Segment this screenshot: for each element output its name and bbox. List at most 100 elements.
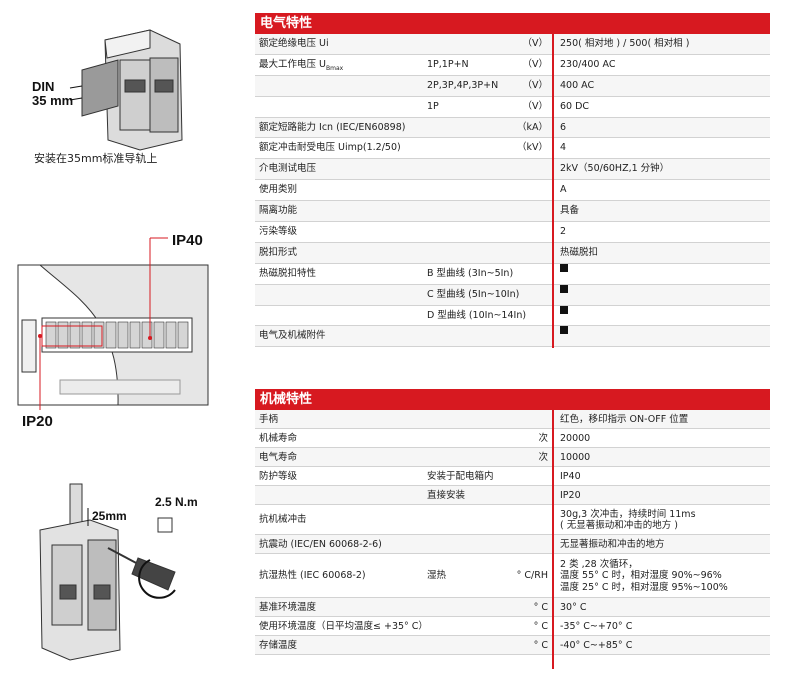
row-unit: ° C/RH (516, 570, 548, 581)
row-unit: （kA） (516, 121, 548, 133)
row-value (560, 263, 568, 272)
row-name-text: 电气寿命 (259, 452, 298, 463)
filled-square-icon (560, 284, 568, 293)
row-value: 60 DC (560, 100, 590, 112)
electrical-section-title: 电气特性 (255, 13, 770, 34)
row-value-line: 30° C (560, 601, 587, 613)
row-name: 电气及机械附件 (259, 326, 326, 347)
row-unit: （kV） (516, 142, 548, 154)
row-name-text: 基准环境温度 (259, 602, 317, 613)
row-subcategory: 1P (427, 100, 439, 112)
row-name: 抗震动 (IEC/EN 60068-2-6) (259, 535, 382, 554)
din-rail-label: DIN 35 mm (32, 80, 73, 108)
row-unit: 次 (538, 433, 548, 444)
table-row: 2P,3P,4P,3P+N （V） 400 AC (255, 75, 770, 97)
enclosure-drawing (17, 237, 209, 410)
row-subcategory: 1P,1P+N (427, 58, 469, 70)
din-label-line1: DIN (32, 79, 55, 94)
row-value: -40° C~+85° C (560, 640, 632, 652)
row-name: 热磁脱扣特性 (259, 264, 316, 285)
row-value: 400 AC (560, 79, 595, 91)
row-name-text: 使用类别 (259, 184, 298, 196)
row-value: 230/400 AC (560, 58, 616, 70)
row-value-line: IP20 (560, 489, 581, 501)
row-value: 热磁脱扣 (560, 246, 599, 258)
row-name-text: 污染等级 (259, 226, 298, 238)
row-name: 污染等级 (259, 222, 297, 243)
row-name: 抗机械冲击 (259, 505, 307, 535)
row-name-text: 抗机械冲击 (259, 514, 307, 525)
row-name: 最大工作电压 UBmax (259, 55, 343, 80)
row-name: 介电测试电压 (259, 159, 316, 180)
row-value: 250( 相对地 ) / 500( 相对相 ) (560, 38, 690, 49)
row-value: 红色，移印指示 ON-OFF 位置 (560, 414, 688, 426)
filled-square-icon (560, 263, 568, 272)
row-value: IP40 (560, 471, 581, 483)
row-name-subscript: Bmax (325, 64, 344, 72)
row-subcategory: 湿热 (427, 570, 447, 581)
table-row: 1P（V）60 DC (255, 97, 770, 118)
breaker-illustrations (17, 29, 209, 661)
screwdriver-breaker-drawing (39, 483, 176, 661)
row-name-text: 额定冲击耐受电压 Uimp(1.2/50) (259, 142, 401, 154)
dimension-label: 25mm (92, 509, 127, 523)
row-unit: ° C (533, 602, 548, 613)
row-value: 2kV（50/60HZ,1 分钟） (560, 163, 670, 175)
table-row: 抗机械冲击 30g,3 次冲击，持续时间 11ms( 无显著振动和冲击的地方 ) (255, 505, 770, 535)
table-row: 隔离功能具备 (255, 201, 770, 223)
row-unit: 次 (538, 452, 548, 463)
row-value-line: 红色，移印指示 ON-OFF 位置 (560, 413, 689, 425)
row-subcategory: 2P,3P,4P,3P+N (427, 79, 499, 91)
row-name-text: 最大工作电压 U (259, 58, 326, 70)
row-value: 30° C (560, 602, 587, 614)
row-unit: ° C (533, 640, 548, 651)
table-row: 最大工作电压 UBmax 1P,1P+N （V） 230/400 AC (255, 55, 770, 76)
row-name: 隔离功能 (259, 201, 297, 222)
row-value: 10000 (560, 452, 590, 464)
row-name-text: 防护等级 (259, 471, 298, 482)
row-value (560, 326, 568, 335)
table-row: 抗震动 (IEC/EN 60068-2-6) 无显著振动和冲击的地方 (255, 535, 770, 554)
table-row: 介电测试电压 2kV（50/60HZ,1 分钟） (255, 159, 770, 181)
row-value (560, 284, 568, 293)
table-row: D 型曲线 (10In~14In) (255, 305, 770, 327)
row-unit: （V） (522, 58, 549, 70)
row-value: 2 类 ,28 次循环，温度 55° C 时，相对湿度 90%~96%温度 25… (560, 559, 728, 594)
row-name: 额定冲击耐受电压 Uimp(1.2/50) (259, 138, 401, 159)
row-value-line: -40° C~+85° C (560, 639, 633, 651)
table-row: 电气寿命 次 10000 (255, 448, 770, 467)
row-name-text: 存储温度 (259, 640, 298, 651)
table-row: C 型曲线 (5In~10In) (255, 284, 770, 306)
mechanical-section-title: 机械特性 (255, 389, 770, 410)
row-name: 使用类别 (259, 180, 297, 201)
row-name: 存储温度 (259, 636, 297, 655)
row-value-line: -35° C~+70° C (560, 620, 633, 632)
table-row: 额定短路能力 Icn (IEC/EN60898) （kA） 6 (255, 117, 770, 139)
din-label-line2: 35 mm (32, 93, 74, 108)
electrical-characteristics-table: 电气特性 额定绝缘电压 Ui （V） 250( 相对地 ) / 500( 相对相 )… (255, 13, 770, 348)
row-name-text: 机械寿命 (259, 433, 298, 444)
table-row: 使用环境温度（日平均温度≤ +35° C）° C-35° C~+70° C (255, 617, 770, 636)
table-row: 基准环境温度 ° C 30° C (255, 598, 770, 617)
row-name: 额定绝缘电压 Ui (259, 34, 329, 55)
row-name-text: 电气及机械附件 (259, 330, 326, 342)
row-name-text: 额定短路能力 Icn (IEC/EN60898) (259, 121, 406, 133)
row-value (560, 305, 568, 314)
row-unit: （V） (522, 79, 549, 91)
row-value: 30g,3 次冲击，持续时间 11ms( 无显著振动和冲击的地方 ) (560, 509, 696, 532)
table-row: 额定冲击耐受电压 Uimp(1.2/50)（kV）4 (255, 138, 770, 160)
row-name: 使用环境温度（日平均温度≤ +35° C） (259, 617, 428, 636)
row-value-line: 无显著振动和冲击的地方 (560, 538, 665, 550)
row-value: 6 (560, 121, 567, 133)
row-value-line: 温度 25° C 时，相对湿度 95%~100% (560, 581, 728, 593)
torque-label: 2.5 N.m (155, 495, 198, 509)
row-name: 电气寿命 (259, 448, 297, 467)
table-row: 脱扣形式热磁脱扣 (255, 242, 770, 264)
row-name: 机械寿命 (259, 429, 297, 448)
